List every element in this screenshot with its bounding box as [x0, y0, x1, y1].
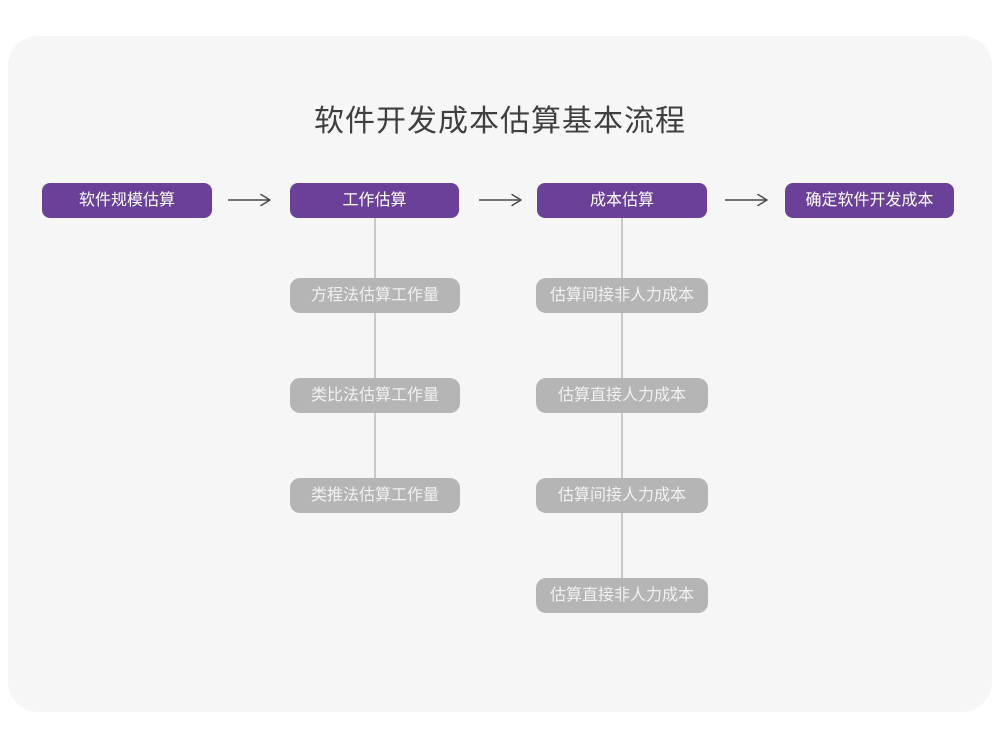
- diagram-title: 软件开发成本估算基本流程: [314, 105, 686, 138]
- substep-node-analogy-method: 类比法估算工作量: [290, 378, 460, 413]
- substep-node-indirect-nonlabor-cost: 估算间接非人力成本: [536, 278, 708, 313]
- stage-node-determine-dev-cost: 确定软件开发成本: [785, 183, 954, 218]
- substep-node-direct-labor-cost: 估算直接人力成本: [536, 378, 708, 413]
- substep-node-direct-nonlabor-cost: 估算直接非人力成本: [536, 578, 708, 613]
- stage-node-cost-estimation: 成本估算: [537, 183, 707, 218]
- diagram-card: 软件开发成本估算基本流程 软件规模估算 工作估算 成本估算 确定软件开发成本 方…: [8, 36, 992, 712]
- substep-node-equation-method: 方程法估算工作量: [290, 278, 460, 313]
- substep-node-extrapolation-method: 类推法估算工作量: [290, 478, 460, 513]
- right-arrow-icon: [725, 193, 768, 207]
- substep-node-indirect-labor-cost: 估算间接人力成本: [536, 478, 708, 513]
- connector-line-work: [374, 218, 376, 496]
- stage-node-software-scale-estimation: 软件规模估算: [42, 183, 212, 218]
- right-arrow-icon: [228, 193, 271, 207]
- right-arrow-icon: [479, 193, 522, 207]
- stage-node-work-estimation: 工作估算: [290, 183, 459, 218]
